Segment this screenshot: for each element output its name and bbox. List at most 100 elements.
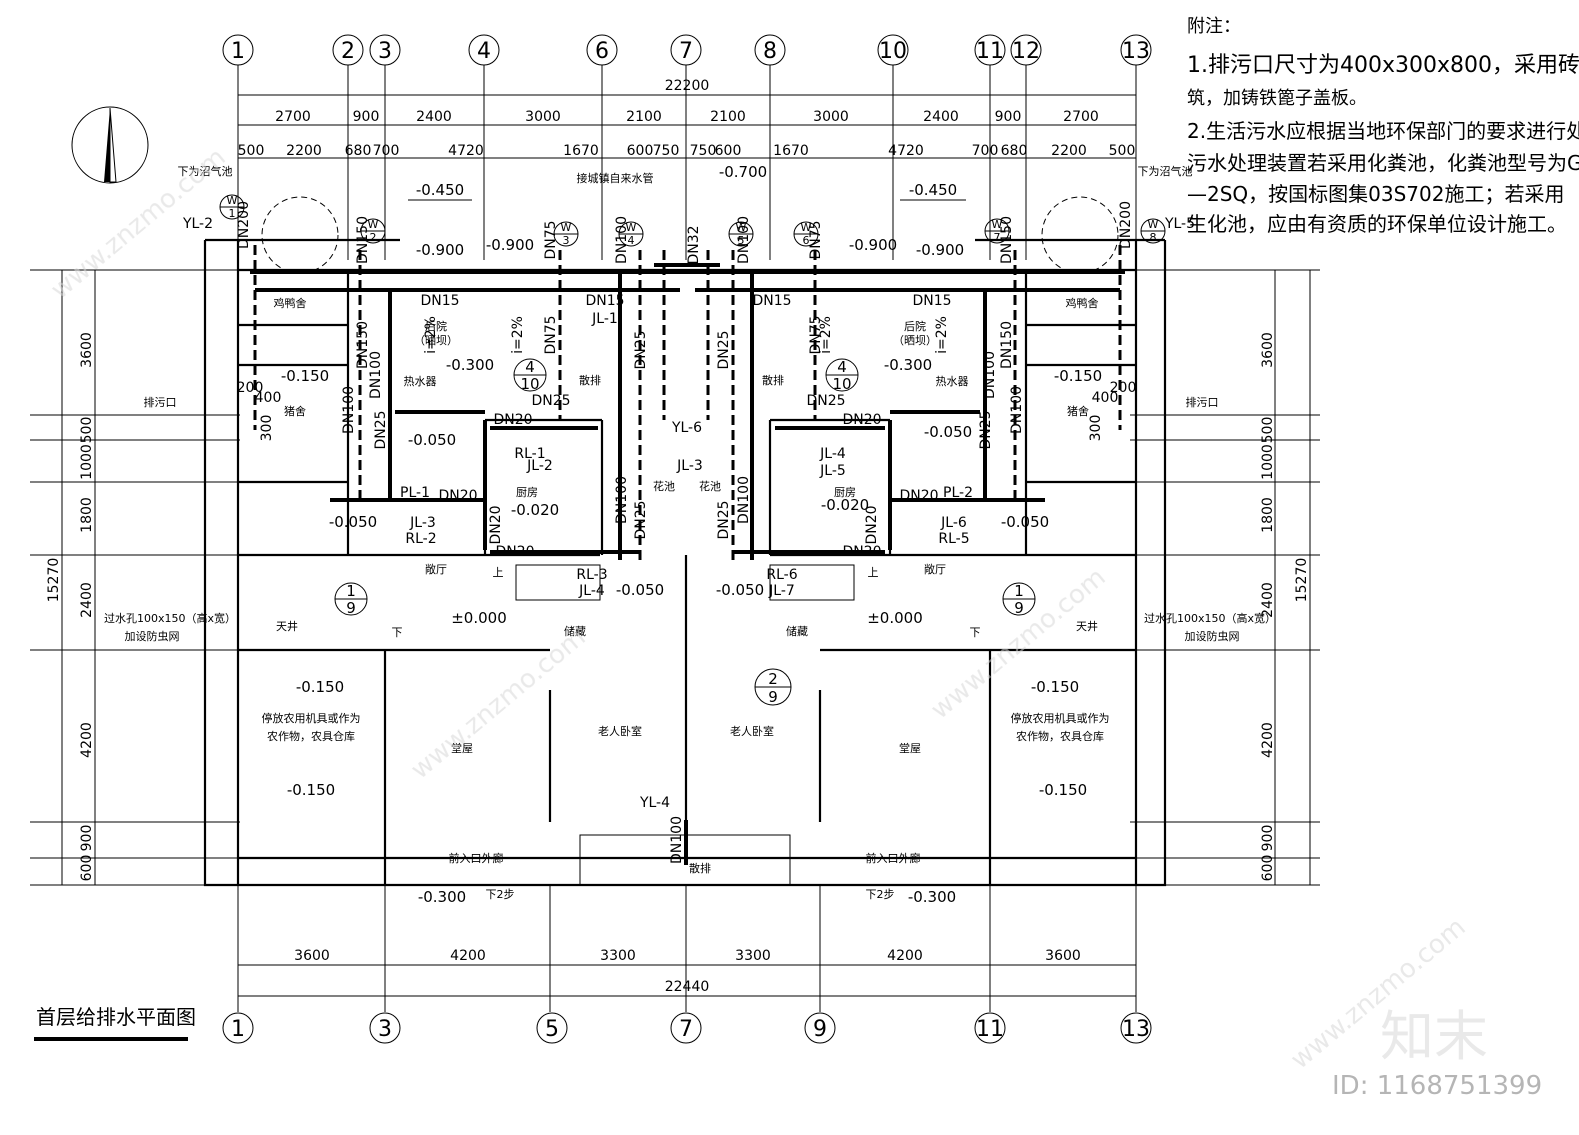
svg-text:900: 900 [79, 825, 95, 852]
axis-bubble-top: 13 [1120, 34, 1152, 260]
svg-text:DN20: DN20 [495, 544, 534, 560]
svg-text:15270: 15270 [1294, 558, 1310, 603]
room-label: 下 [970, 626, 981, 639]
svg-text:DN25: DN25 [978, 410, 994, 449]
room-label: 敞厅 [924, 562, 946, 576]
room-label: 堂屋 [451, 742, 473, 755]
svg-text:DN100: DN100 [982, 351, 998, 399]
svg-text:-0.050: -0.050 [924, 423, 972, 441]
biogas-tank-right [1041, 196, 1119, 274]
room-label: 下2步 [486, 888, 515, 901]
room-label: 厨房 [834, 486, 856, 499]
svg-text:-0.900: -0.900 [416, 241, 464, 259]
svg-text:2400: 2400 [416, 109, 452, 125]
axis-bubble-bottom: 13 [1120, 1012, 1152, 1044]
svg-text:JL-6: JL-6 [940, 515, 967, 531]
manhole-icon: W6 [793, 221, 819, 247]
svg-text:11: 11 [976, 1017, 1004, 1042]
room-label: 下为沼气池 [1138, 164, 1193, 178]
biogas-tank-left [261, 196, 339, 274]
room-label: 猪舍 [1067, 404, 1089, 418]
room-label: 散排 [579, 373, 601, 387]
svg-text:JL-5: JL-5 [819, 463, 846, 479]
svg-text:500: 500 [1260, 417, 1276, 444]
svg-text:300: 300 [1088, 415, 1104, 442]
svg-text:7: 7 [679, 39, 693, 64]
axis-bubble-bottom: 7 [670, 1012, 702, 1044]
svg-text:-0.050: -0.050 [329, 513, 377, 531]
svg-text:JL-4: JL-4 [819, 446, 846, 462]
svg-text:750: 750 [690, 143, 717, 159]
svg-text:10: 10 [832, 375, 851, 393]
note-line: 1.排污口尺寸为400x300x800，采用砖 [1187, 53, 1579, 78]
svg-text:PL-2: PL-2 [943, 485, 973, 501]
svg-text:www.znzmo.com: www.znzmo.com [405, 622, 591, 785]
svg-text:W: W [368, 218, 379, 231]
svg-text:JL-7: JL-7 [768, 583, 795, 599]
room-label: 上 [868, 566, 879, 579]
axis-bubble-top: 7 [670, 34, 702, 260]
svg-text:DN200: DN200 [236, 201, 252, 249]
svg-text:3000: 3000 [813, 109, 849, 125]
svg-text:-0.150: -0.150 [287, 781, 335, 799]
svg-text:11: 11 [976, 39, 1004, 64]
manhole-icon: W2 [360, 218, 386, 244]
svg-text:DN25: DN25 [373, 410, 389, 449]
room-label: 鸡鸭舍 [274, 296, 307, 310]
svg-text:DN32: DN32 [686, 225, 702, 264]
svg-text:4200: 4200 [1260, 722, 1276, 758]
room-label: 老人卧室 [598, 724, 642, 738]
room-label: 散排 [689, 861, 711, 875]
svg-text:6: 6 [803, 234, 810, 247]
svg-text:W: W [626, 221, 637, 234]
svg-text:1: 1 [346, 582, 356, 600]
svg-text:DN150: DN150 [999, 216, 1015, 264]
svg-text:6: 6 [595, 39, 609, 64]
room-label: 上 [493, 566, 504, 579]
svg-text:600: 600 [1260, 855, 1276, 882]
svg-text:1800: 1800 [79, 497, 95, 533]
note-line: —2SQ，按国标图集03S702施工；若采用 [1187, 182, 1564, 206]
svg-text:900: 900 [353, 109, 380, 125]
svg-text:i=2%: i=2% [510, 316, 526, 354]
svg-text:12: 12 [1012, 39, 1040, 64]
room-label: 后院 [904, 319, 926, 333]
svg-text:22440: 22440 [665, 979, 710, 995]
room-label: 花池 [699, 480, 721, 493]
svg-text:5: 5 [545, 1017, 559, 1042]
svg-text:DN100: DN100 [614, 476, 630, 524]
svg-text:DN25: DN25 [806, 393, 845, 409]
svg-text:-0.150: -0.150 [1031, 678, 1079, 696]
room-label: 加设防虫网 [125, 629, 180, 643]
level-marks: -0.450 -0.900 -0.900 -0.700 -0.900 -0.45… [281, 163, 1102, 906]
drawing-title-block: 首层给排水平面图 [34, 1005, 196, 1041]
svg-text:RL-2: RL-2 [405, 531, 436, 547]
svg-text:700: 700 [972, 143, 999, 159]
manhole-icon: W8 [1140, 218, 1166, 244]
svg-text:2400: 2400 [1260, 582, 1276, 618]
room-label: 敞厅 [425, 562, 447, 576]
svg-text:1: 1 [231, 1017, 245, 1042]
svg-text:-0.020: -0.020 [821, 496, 869, 514]
svg-text:DN75: DN75 [543, 315, 559, 354]
svg-text:DN20: DN20 [842, 412, 881, 428]
right-dimensions: 15270 3600 500 1000 1800 2400 4200 900 6… [1260, 270, 1311, 885]
svg-text:±0.000: ±0.000 [451, 609, 507, 627]
svg-text:2200: 2200 [286, 143, 322, 159]
room-label: 老人卧室 [730, 724, 774, 738]
svg-text:900: 900 [1260, 825, 1276, 852]
detail-callout-icon: 29 [754, 668, 792, 706]
top-dimensions: 22200 2700 900 2400 3000 2100 2100 3000 … [238, 78, 1136, 159]
notes-heading: 附注： [1187, 16, 1241, 37]
svg-text:9: 9 [346, 599, 356, 617]
svg-text:-0.900: -0.900 [849, 236, 897, 254]
svg-text:DN100: DN100 [368, 351, 384, 399]
detail-callout-icon: 19 [1002, 582, 1036, 617]
svg-text:2200: 2200 [1051, 143, 1087, 159]
svg-text:DN20: DN20 [899, 488, 938, 504]
svg-text:13: 13 [1122, 1017, 1150, 1042]
room-label: 后院 [425, 319, 447, 333]
svg-text:DN150: DN150 [355, 216, 371, 264]
svg-text:4200: 4200 [450, 948, 486, 964]
